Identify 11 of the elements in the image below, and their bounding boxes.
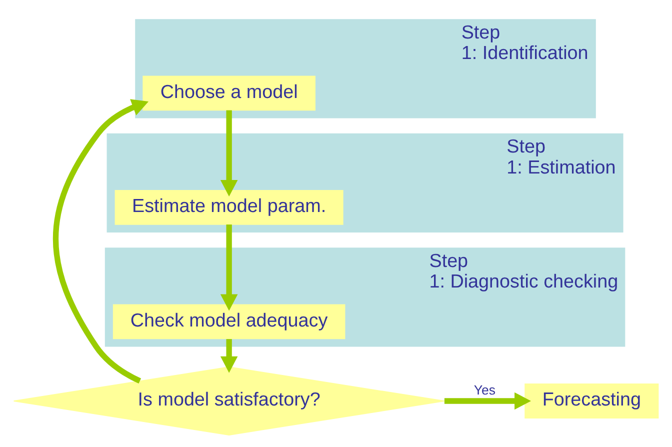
node-box: Forecasting xyxy=(524,384,659,418)
arrow xyxy=(220,224,238,311)
arrow xyxy=(220,339,238,373)
node-box: Estimate model param. xyxy=(114,190,344,225)
arrow xyxy=(220,110,238,197)
arrow xyxy=(52,99,149,384)
node-diamond: Is model satisfactory? xyxy=(13,366,445,436)
node-box: Check model adequacy xyxy=(112,304,346,340)
edge-label: Yes xyxy=(474,382,496,398)
arrow xyxy=(444,392,531,410)
node-box: Choose a model xyxy=(142,76,316,111)
